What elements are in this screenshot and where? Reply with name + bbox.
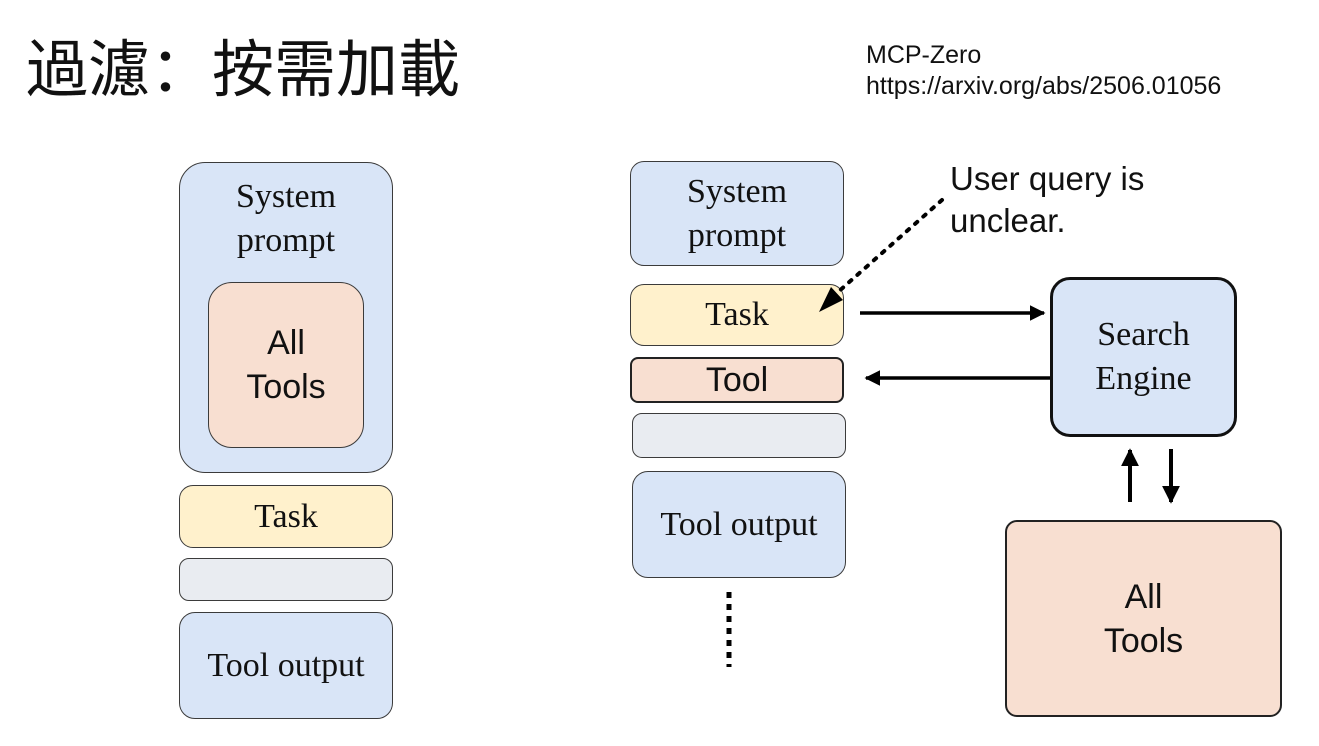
left-system-prompt-label: System prompt xyxy=(235,178,337,259)
annotation-dotted-leader xyxy=(836,198,944,294)
left-all-tools-box: All Tools xyxy=(208,282,364,448)
reference: MCP-Zero https://arxiv.org/abs/2506.0105… xyxy=(866,40,1221,102)
left-task-box: Task xyxy=(179,485,393,548)
all-tools-box: All Tools xyxy=(1005,520,1282,717)
slide-title: 過濾：按需加載 xyxy=(26,33,461,106)
right-task-box: Task xyxy=(630,284,844,346)
right-tool-output-box: Tool output xyxy=(632,471,846,578)
reference-name: MCP-Zero xyxy=(866,41,982,69)
reference-url: https://arxiv.org/abs/2506.01056 xyxy=(866,72,1222,100)
annotation-arrowhead xyxy=(819,287,843,312)
left-tool-output-box: Tool output xyxy=(179,612,393,719)
search-engine-box: Search Engine xyxy=(1050,277,1237,437)
left-empty-box xyxy=(179,558,393,601)
right-tool-box: Tool xyxy=(630,357,844,403)
annotation-user-query: User query is unclear. xyxy=(950,160,1145,239)
right-empty-box xyxy=(632,413,846,458)
right-system-prompt-box: System prompt xyxy=(630,161,844,266)
